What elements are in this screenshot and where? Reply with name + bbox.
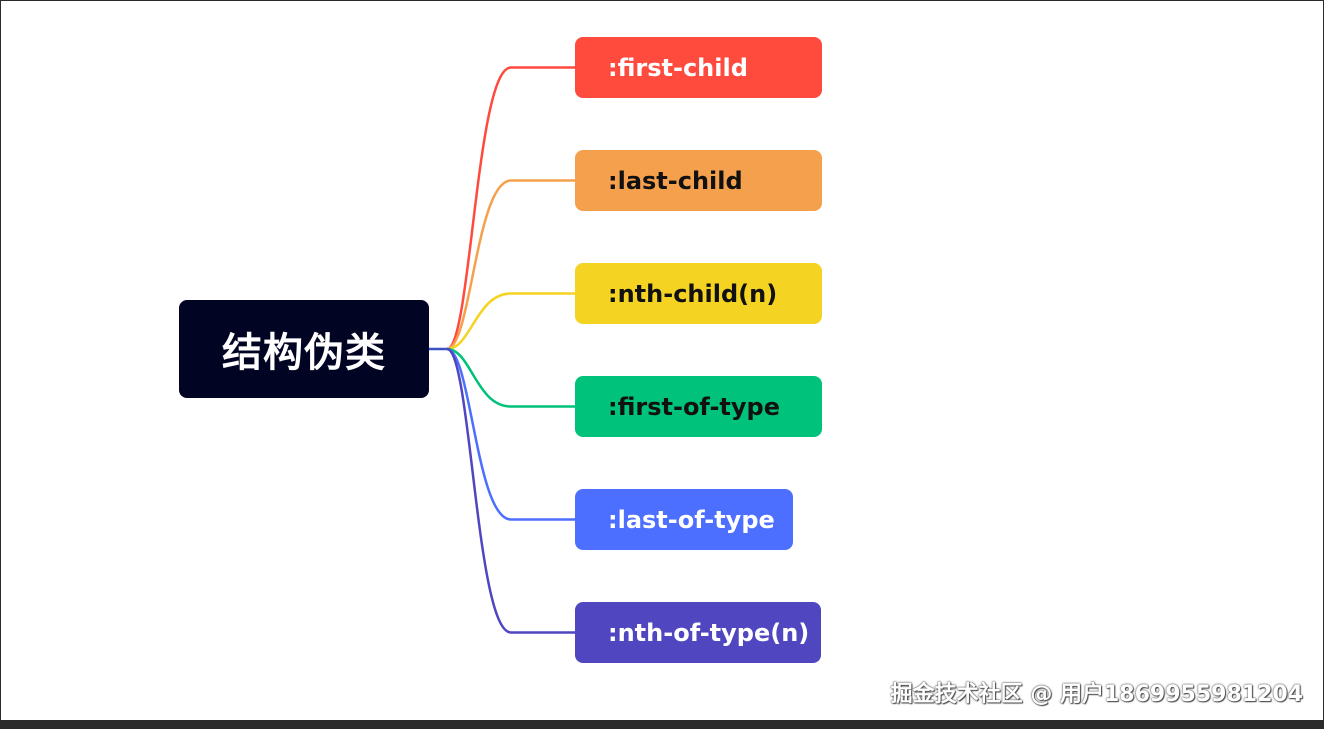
child-node-nth-of-type[interactable]: :nth-of-type(n) (575, 602, 821, 663)
child-node-label: :nth-child(n) (608, 279, 778, 308)
child-node-label: :nth-of-type(n) (608, 618, 810, 647)
bottom-border-bar (0, 720, 1324, 729)
child-node-last-of-type[interactable]: :last-of-type (575, 489, 793, 550)
child-node-first-child[interactable]: :first-child (575, 37, 822, 98)
child-node-label: :last-child (608, 166, 743, 195)
connector-line (445, 347, 577, 408)
child-node-nth-child[interactable]: :nth-child(n) (575, 263, 822, 324)
watermark-text: 掘金技术社区 @ 用户1869955981204 (890, 682, 1303, 707)
child-node-label: :last-of-type (608, 505, 775, 534)
connector-line (445, 179, 577, 351)
connector-line (445, 347, 577, 521)
child-node-first-of-type[interactable]: :first-of-type (575, 376, 822, 437)
connector-line (445, 347, 577, 634)
connector-line (445, 292, 577, 351)
connector-line (445, 66, 577, 351)
child-node-label: :first-of-type (608, 392, 780, 421)
child-node-last-child[interactable]: :last-child (575, 150, 822, 211)
child-node-label: :first-child (608, 53, 748, 82)
root-node[interactable]: 结构伪类 (179, 300, 429, 398)
root-node-label: 结构伪类 (222, 330, 386, 376)
